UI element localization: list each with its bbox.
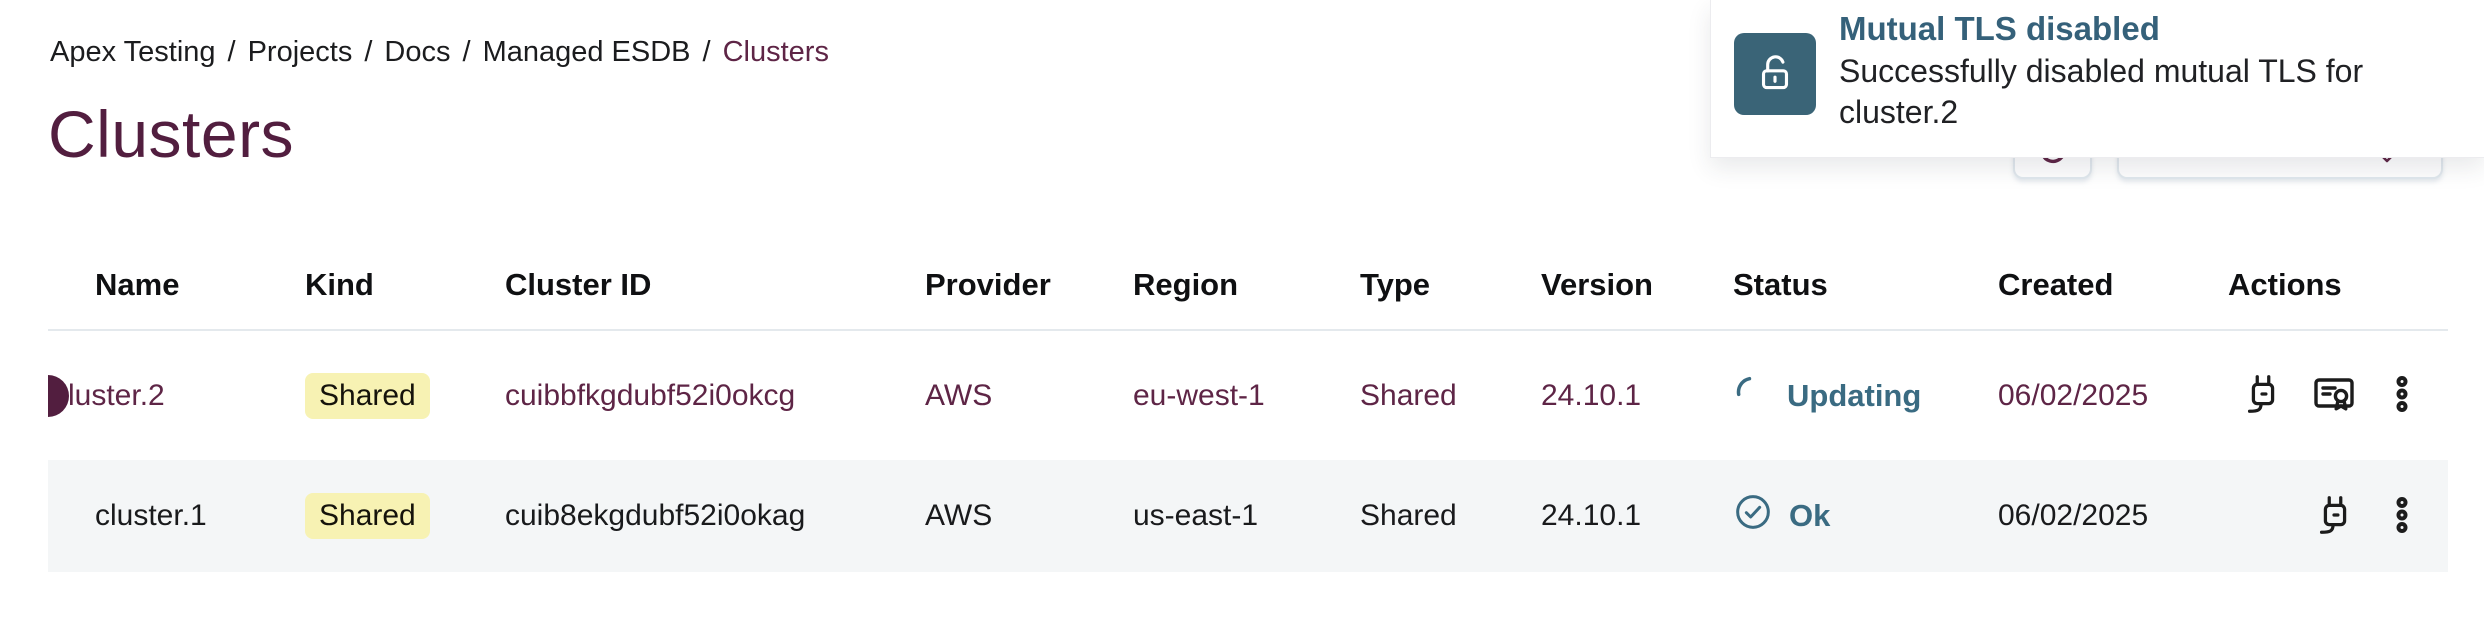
table-row[interactable]: cluster.1 Shared cuib8ekgdubf52i0okag AW… xyxy=(48,460,2448,572)
status-text: Updating xyxy=(1787,377,1922,413)
kebab-menu-icon xyxy=(2382,495,2422,538)
status-cell: Updating xyxy=(1728,373,1993,419)
status-text: Ok xyxy=(1789,498,1831,533)
kind-badge: Shared xyxy=(305,372,430,419)
actions-cell xyxy=(2223,492,2448,541)
cluster-id-cell: cuibbfkgdubf52i0okcg xyxy=(505,378,796,412)
table-row[interactable]: cluster.2 Shared cuibbfkgdubf52i0okcg AW… xyxy=(48,331,2448,460)
status-cell: Ok xyxy=(1728,492,1993,540)
kind-cell: Shared xyxy=(300,493,500,539)
breadcrumb-item-docs[interactable]: Docs xyxy=(384,36,451,68)
active-row-marker xyxy=(48,374,69,417)
version-cell: 24.10.1 xyxy=(1541,378,1642,412)
created-cell: 06/02/2025 xyxy=(1998,378,2149,412)
cluster-id-cell: cuib8ekgdubf52i0okag xyxy=(505,499,806,532)
connect-button[interactable] xyxy=(2312,492,2358,541)
spinner-icon xyxy=(1733,373,1771,419)
table-header-row: Name Kind Cluster ID Provider Region Typ… xyxy=(48,240,2448,331)
column-header-actions: Actions xyxy=(2228,266,2342,302)
cluster-name-link[interactable]: cluster.2 xyxy=(53,378,165,412)
column-header-region: Region xyxy=(1133,266,1239,302)
toast-message: Successfully disabled mutual TLS for clu… xyxy=(1839,53,2364,130)
column-header-status: Status xyxy=(1733,266,1828,302)
certificate-icon xyxy=(2310,370,2358,421)
column-header-name: Name xyxy=(95,266,180,302)
breadcrumb-separator: / xyxy=(702,36,711,68)
version-cell: 24.10.1 xyxy=(1541,499,1642,532)
breadcrumb-separator: / xyxy=(227,36,236,68)
toast-title: Mutual TLS disabled xyxy=(1839,10,2160,47)
provider-cell: AWS xyxy=(925,499,993,532)
breadcrumb-item-projects[interactable]: Projects xyxy=(247,36,353,68)
type-cell: Shared xyxy=(1360,499,1457,532)
kind-badge: Shared xyxy=(305,493,430,539)
row-menu-button[interactable] xyxy=(2382,495,2422,538)
certificate-button[interactable] xyxy=(2310,370,2358,421)
created-cell: 06/02/2025 xyxy=(1998,499,2149,532)
plug-icon xyxy=(2312,492,2358,541)
type-cell: Shared xyxy=(1360,378,1457,412)
kebab-menu-icon xyxy=(2382,374,2422,417)
breadcrumb-separator: / xyxy=(462,36,471,68)
check-circle-icon xyxy=(1733,492,1773,540)
column-header-version: Version xyxy=(1541,266,1653,302)
connect-button[interactable] xyxy=(2240,371,2286,420)
toast-notification: Mutual TLS disabled Successfully disable… xyxy=(1710,0,2484,158)
breadcrumb: Apex Testing / Projects / Docs / Managed… xyxy=(50,36,829,69)
breadcrumb-item-clusters[interactable]: Clusters xyxy=(722,36,829,68)
cluster-name-link[interactable]: cluster.1 xyxy=(95,499,207,532)
breadcrumb-item-apex-testing[interactable]: Apex Testing xyxy=(50,36,216,68)
row-menu-button[interactable] xyxy=(2382,374,2422,417)
column-header-created: Created xyxy=(1998,266,2114,302)
region-cell: eu-west-1 xyxy=(1133,378,1265,412)
kind-cell: Shared xyxy=(300,372,500,419)
provider-cell: AWS xyxy=(925,378,993,412)
column-header-provider: Provider xyxy=(925,266,1051,302)
unlock-icon xyxy=(1734,33,1816,115)
column-header-cluster-id: Cluster ID xyxy=(505,266,652,302)
actions-cell xyxy=(2223,370,2448,421)
breadcrumb-separator: / xyxy=(364,36,373,68)
toast-text: Mutual TLS disabled Successfully disable… xyxy=(1839,8,2449,133)
breadcrumb-item-managed-esdb[interactable]: Managed ESDB xyxy=(482,36,691,68)
column-header-type: Type xyxy=(1360,266,1431,302)
column-header-kind: Kind xyxy=(305,266,374,302)
page-title: Clusters xyxy=(48,97,295,171)
plug-icon xyxy=(2240,371,2286,420)
clusters-table: Name Kind Cluster ID Provider Region Typ… xyxy=(48,240,2448,572)
region-cell: us-east-1 xyxy=(1133,499,1259,532)
